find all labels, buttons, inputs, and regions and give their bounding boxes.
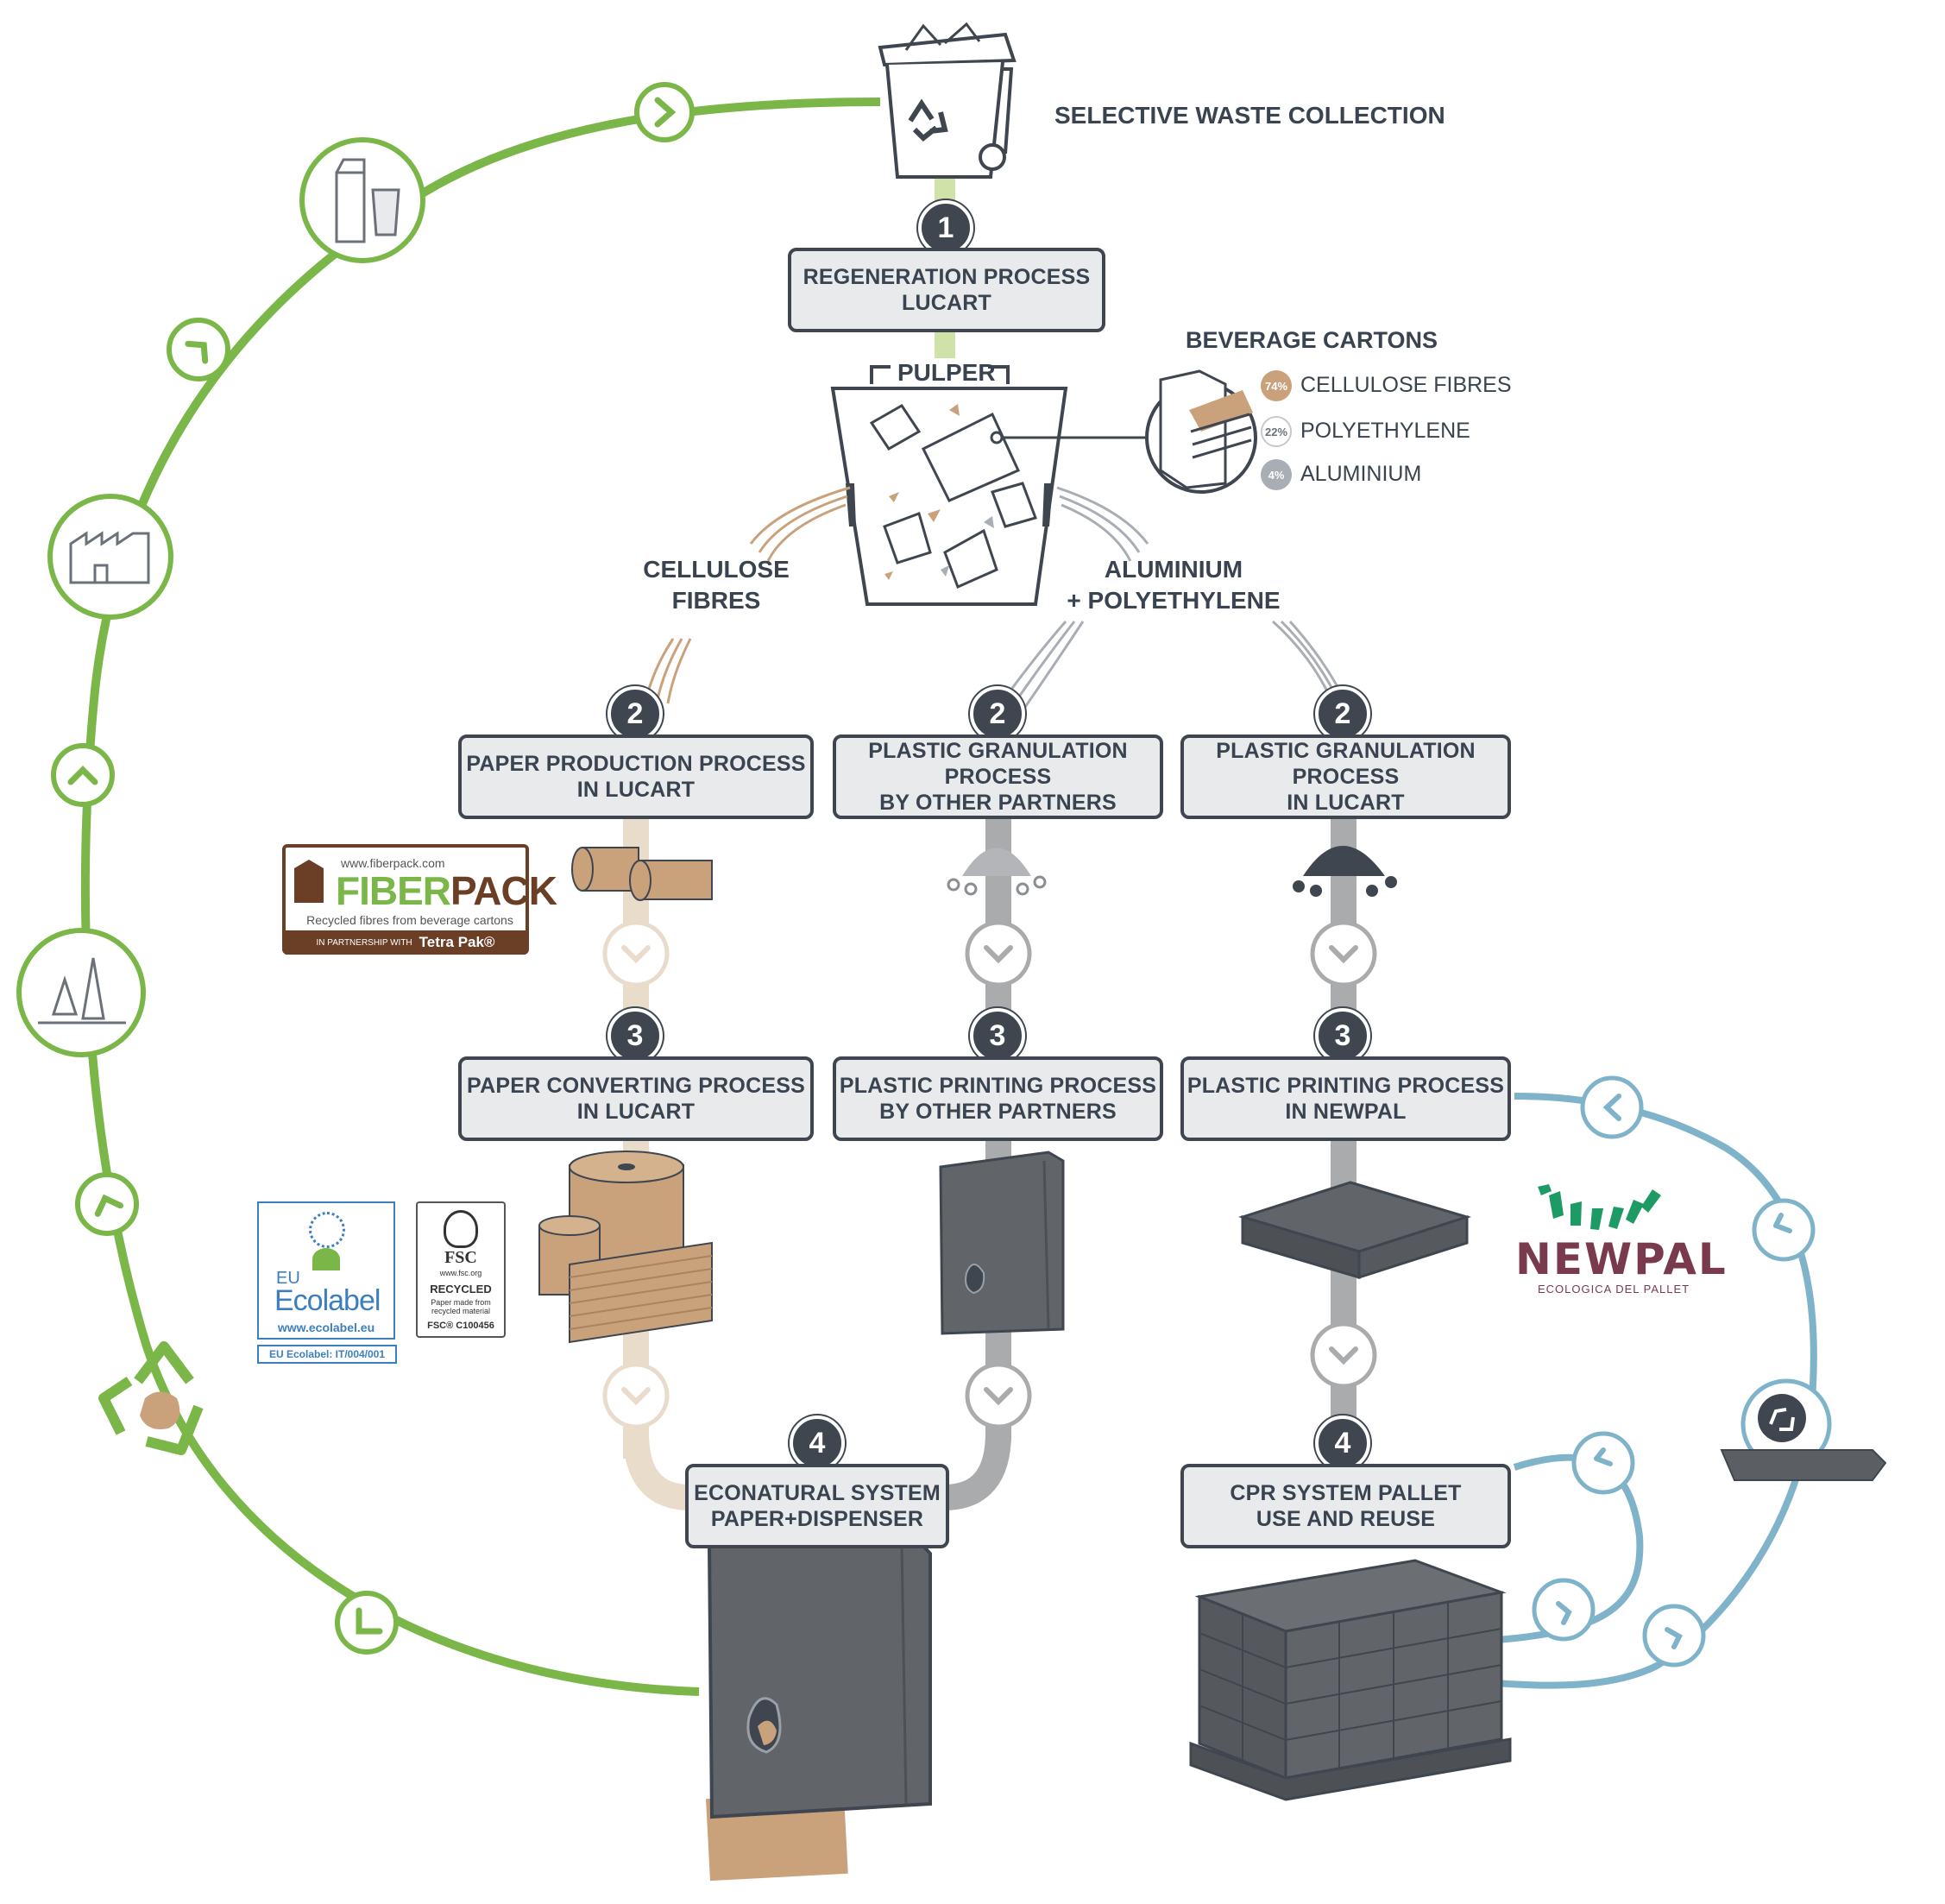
loaded-pallet-icon (1189, 1559, 1512, 1801)
fsc-tree-icon (444, 1210, 478, 1248)
chevron-icon (965, 920, 1032, 987)
recycle-pallet-icon (1720, 1378, 1887, 1481)
ecolabel-eu: EU (276, 1269, 300, 1288)
fiberpack-tagline: Recycled fibres from beverage cartons (306, 913, 513, 927)
chevron-icon (1752, 1198, 1816, 1262)
chevron-icon (1532, 1578, 1596, 1642)
step-badge-3-plastic-partners: 3 (970, 1008, 1025, 1063)
waste-bin-icon (878, 22, 1017, 179)
paper-rolls-icon (571, 847, 713, 901)
pulper-label: PULPER (897, 359, 996, 386)
connector-paper-curve (623, 1432, 691, 1510)
econatural-system-box: ECONATURAL SYSTEM PAPER+DISPENSER (685, 1464, 949, 1548)
plastic-printing-partners-box: PLASTIC PRINTING PROCESS BY OTHER PARTNE… (833, 1056, 1163, 1141)
paper-production-box: PAPER PRODUCTION PROCESS IN LUCART (458, 734, 814, 819)
chevron-icon (1310, 920, 1377, 987)
tetrapak-logo: Tetra Pak® (419, 934, 495, 950)
newpal-arc-icon (1538, 1184, 1661, 1230)
chevron-icon (75, 1172, 139, 1236)
plastic-granulation-partners-box: PLASTIC GRANULATION PROCESS BY OTHER PAR… (833, 734, 1163, 819)
carton-glass-icon (299, 137, 425, 263)
chevron-icon (167, 318, 230, 381)
plastic-printing-newpal-box: PLASTIC PRINTING PROCESS IN NEWPAL (1180, 1056, 1511, 1141)
fiberpack-url: www.fiberpack.com (341, 856, 445, 870)
fsc-url: www.fsc.org (439, 1269, 482, 1277)
step-badge-2-paper: 2 (607, 686, 663, 741)
paper-converting-box: PAPER CONVERTING PROCESS IN LUCART (458, 1056, 814, 1141)
fsc-code: FSC® C100456 (427, 1321, 494, 1331)
aluminium-pct-dot: 4% (1261, 459, 1292, 490)
grey-granules-icon (947, 848, 1047, 896)
chevron-icon (1310, 1321, 1377, 1389)
factory-icon (47, 494, 173, 620)
step-badge-3-newpal: 3 (1315, 1008, 1370, 1063)
fiberpack-logo: www.fiberpack.com FIBERPACK Recycled fib… (282, 844, 557, 955)
eu-ecolabel-logo: EU Ecolabel www.ecolabel.eu (257, 1201, 395, 1340)
chevron-icon (1571, 1431, 1635, 1495)
polyethylene-legend-label: POLYETHYLENE (1300, 419, 1470, 443)
connector-plastic-curve (943, 1432, 1011, 1510)
selective-waste-collection-title: SELECTIVE WASTE COLLECTION (1054, 102, 1445, 129)
eu-stars-icon (309, 1212, 345, 1248)
pallet-icon (1237, 1181, 1472, 1280)
fsc-claim: Paper made from recycled material (431, 1298, 491, 1315)
fsc-name: FSC (444, 1248, 477, 1267)
step-badge-3-paper: 3 (607, 1008, 663, 1063)
fsc-logo: FSC www.fsc.org RECYCLED Paper made from… (416, 1201, 506, 1338)
fiberpack-name-a: FIBER (336, 868, 451, 913)
chevron-icon (602, 920, 670, 987)
step-badge-2-plastic-lucart: 2 (1315, 686, 1370, 741)
aluminium-polyethylene-label: ALUMINIUM + POLYETHYLENE (1067, 556, 1281, 614)
chevron-icon (602, 1362, 670, 1429)
chevron-icon (335, 1591, 399, 1655)
paper-products-icon (538, 1151, 713, 1344)
regeneration-process-box: REGENERATION PROCESS LUCART (788, 248, 1105, 332)
ecolabel-code: EU Ecolabel: IT/004/001 (257, 1345, 397, 1364)
fsc-recycled: RECYCLED (430, 1283, 492, 1296)
trees-icon (16, 928, 146, 1057)
newpal-tagline: ECOLOGICA DEL PALLET (1538, 1283, 1690, 1296)
cpr-system-pallet-box: CPR SYSTEM PALLET USE AND REUSE (1180, 1464, 1511, 1548)
step-badge-4-econatural: 4 (790, 1415, 845, 1471)
chevron-icon (634, 82, 695, 142)
recycle-icon (98, 1341, 204, 1455)
fiberpack-emblem-icon (294, 860, 324, 903)
cellulose-pct-dot: 74% (1261, 370, 1292, 401)
chevron-icon (51, 743, 115, 807)
polyethylene-pct-dot: 22% (1261, 416, 1292, 447)
cellulose-fibres-label: CELLULOSE FIBRES (643, 556, 790, 614)
chevron-icon (1580, 1075, 1644, 1139)
step-badge-1: 1 (918, 200, 973, 255)
plastic-granulation-lucart-box: PLASTIC GRANULATION PROCESS IN LUCART (1180, 734, 1511, 819)
fiberpack-name-b: PACK (450, 868, 557, 913)
step-badge-2-plastic-partners: 2 (970, 686, 1025, 741)
cellulose-spray-lines (645, 486, 851, 704)
green-cycle-path (80, 98, 881, 1696)
step-badge-4-cpr: 4 (1315, 1415, 1370, 1471)
cellulose-legend-label: CELLULOSE FIBRES (1300, 373, 1512, 397)
ecolabel-flower-icon (312, 1248, 340, 1270)
chevron-icon (1642, 1604, 1706, 1668)
dispenser-small-icon (939, 1151, 1065, 1335)
newpal-name: NEWPAL (1515, 1234, 1728, 1284)
dark-granules-icon (1293, 846, 1397, 897)
chevron-icon (965, 1362, 1032, 1429)
ecolabel-url: www.ecolabel.eu (277, 1321, 375, 1334)
dispenser-large-icon (706, 1534, 932, 1882)
fiberpack-partner-label: IN PARTNERSHIP WITH (316, 937, 412, 948)
ecolabel-name: Ecolabel (274, 1284, 381, 1317)
aluminium-legend-label: ALUMINIUM (1300, 462, 1422, 486)
pulper-icon (830, 365, 1257, 606)
beverage-cartons-label: BEVERAGE CARTONS (1186, 327, 1438, 353)
